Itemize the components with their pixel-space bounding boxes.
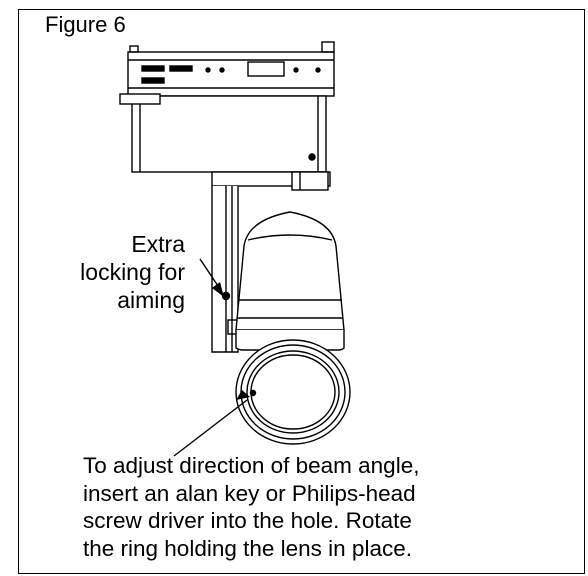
figure-title: Figure 6 xyxy=(45,12,126,37)
beam-adjust-instruction: To adjust direction of beam angle, inser… xyxy=(83,453,420,561)
yoke-arm xyxy=(211,186,239,353)
beam-arrow-head xyxy=(236,390,250,400)
locking-arrow-head xyxy=(212,282,224,297)
track-adapter xyxy=(127,41,335,97)
locking-callout-text: Extra locking for aiming xyxy=(80,231,185,313)
lens-ring xyxy=(235,330,351,445)
neck-joint xyxy=(211,171,331,191)
driver-housing xyxy=(119,93,327,173)
lamp-body xyxy=(235,211,345,331)
